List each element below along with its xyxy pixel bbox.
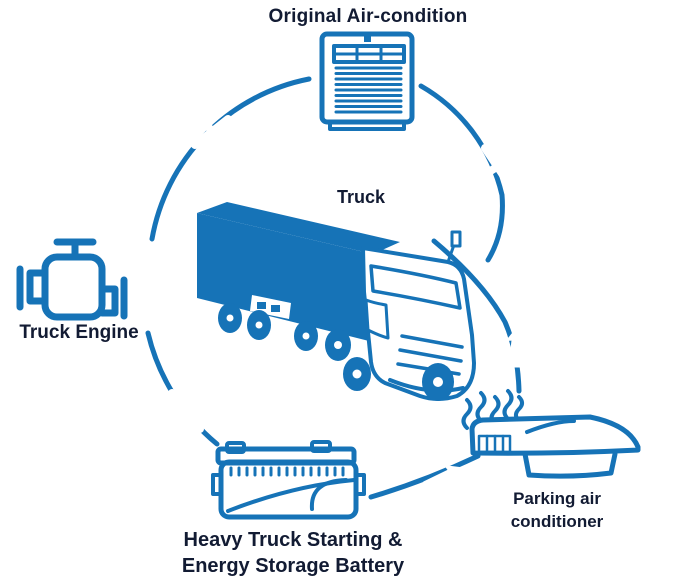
ac-grille-lines xyxy=(334,66,403,114)
cab-wheels xyxy=(343,357,454,401)
windshield xyxy=(369,264,462,310)
parking-ac-icon xyxy=(461,389,641,479)
x-mark-upper-left xyxy=(191,110,232,153)
truck-illustration xyxy=(197,202,476,401)
arc-upper-right xyxy=(418,83,505,263)
parking-ac-grille xyxy=(477,434,512,454)
window-ac-icon xyxy=(319,31,415,131)
label-battery-line1: Heavy Truck Starting & xyxy=(183,529,403,551)
arc-bottom-right xyxy=(368,453,481,500)
trailer-wheels xyxy=(218,303,351,361)
arc-lower-left xyxy=(145,330,220,447)
engine-icon xyxy=(16,238,128,321)
truck-cab xyxy=(361,230,476,401)
arrow-up-right-icon xyxy=(423,465,465,494)
battery-vent-ticks xyxy=(229,466,345,477)
trailer-side xyxy=(197,213,373,342)
x-mark-lower-left xyxy=(165,389,209,433)
battery-icon xyxy=(211,440,366,520)
x-marks xyxy=(165,110,518,433)
side-window xyxy=(364,298,390,340)
arrow-up-icon xyxy=(505,325,530,368)
label-parking-line1: Parking air xyxy=(513,489,601,508)
label-battery-line2: Energy Storage Battery xyxy=(181,555,405,577)
parking-ac-base xyxy=(522,451,618,479)
flow-arrows xyxy=(423,325,530,494)
label-parking-line2: conditioner xyxy=(510,512,604,531)
trailer-top xyxy=(197,202,400,254)
mirror xyxy=(450,230,462,248)
label-parking-ac: Parking air conditioner xyxy=(511,487,604,533)
label-battery: Heavy Truck Starting & Energy Storage Ba… xyxy=(182,527,404,579)
label-original-air-condition: Original Air-condition xyxy=(268,6,468,27)
label-truck: Truck xyxy=(336,187,386,207)
x-mark-upper-right xyxy=(477,144,518,188)
label-truck-engine: Truck Engine xyxy=(19,322,139,343)
